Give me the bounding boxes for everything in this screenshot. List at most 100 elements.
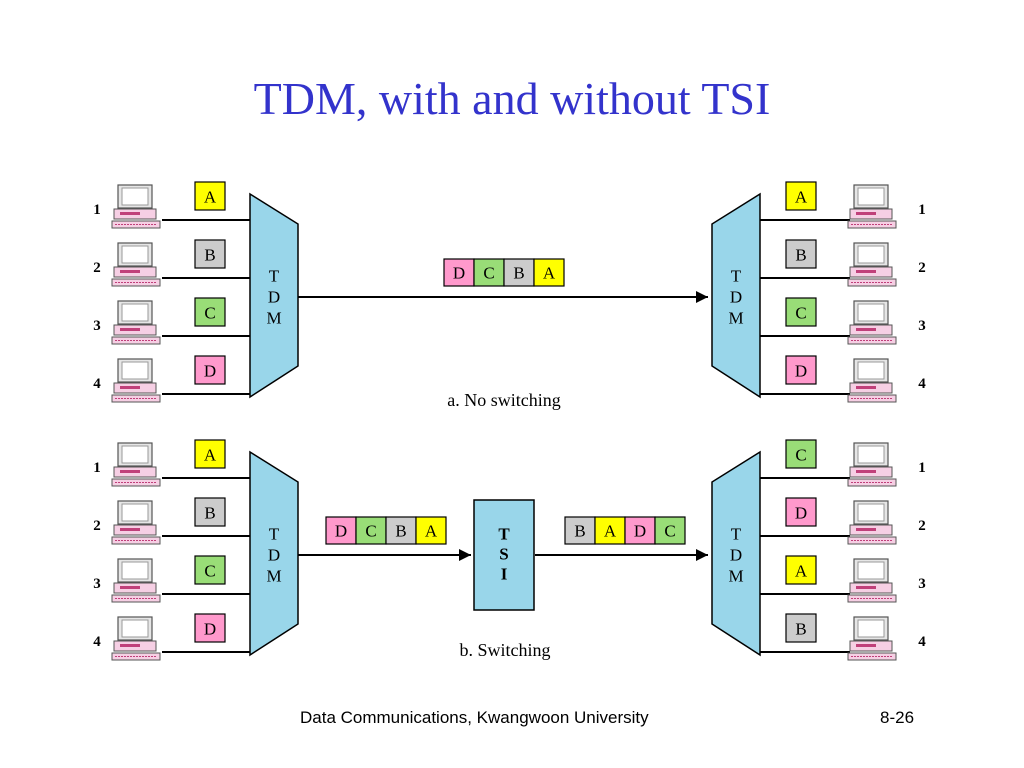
mux-letter: M xyxy=(266,309,281,328)
output-label-box xyxy=(785,297,817,327)
station-number: 3 xyxy=(918,576,926,592)
input-label-box xyxy=(194,355,226,385)
input-label-letter: C xyxy=(204,304,215,323)
computer-icon xyxy=(847,300,897,345)
output-label-box xyxy=(785,239,817,269)
output-label-letter: D xyxy=(795,504,807,523)
frame-slot-letter: D xyxy=(634,522,646,541)
output-label-letter: B xyxy=(795,620,806,639)
mux-letter: D xyxy=(268,288,280,307)
station-number: 1 xyxy=(918,202,926,218)
output-label-letter: C xyxy=(795,446,806,465)
computer-icon xyxy=(847,558,897,603)
receiver-station: B4 xyxy=(760,613,926,661)
computer-icon xyxy=(847,184,897,229)
station-number: 3 xyxy=(918,318,926,334)
sender-station: 2B xyxy=(93,497,252,545)
input-label-box xyxy=(194,297,226,327)
mux-body xyxy=(249,450,299,657)
output-label-letter: B xyxy=(795,246,806,265)
mux-letter: T xyxy=(269,267,280,286)
sender-station: 2B xyxy=(93,239,252,287)
frame-slot xyxy=(385,516,417,545)
computer-icon xyxy=(111,300,161,345)
station-number: 4 xyxy=(918,376,926,392)
input-label-box xyxy=(194,239,226,269)
input-label-letter: A xyxy=(204,188,217,207)
frame-slot-letter: C xyxy=(483,264,494,283)
output-label-box xyxy=(785,555,817,585)
frame-slot-letter: C xyxy=(365,522,376,541)
mux-body xyxy=(711,192,761,399)
station-number: 4 xyxy=(93,634,101,650)
page-number: 8-26 xyxy=(880,708,915,727)
output-label-box xyxy=(785,355,817,385)
input-label-letter: B xyxy=(204,504,215,523)
frame-slot xyxy=(624,516,656,545)
sender-station: 1A xyxy=(93,439,252,487)
computer-icon xyxy=(111,184,161,229)
frame-slot xyxy=(564,516,596,545)
station-number: 3 xyxy=(93,576,101,592)
receiver-station: D2 xyxy=(760,497,926,545)
station-number: 2 xyxy=(93,518,101,534)
station-number: 1 xyxy=(93,460,101,476)
station-number: 2 xyxy=(918,260,926,276)
mux-letter: T xyxy=(269,525,280,544)
input-label-letter: D xyxy=(204,362,216,381)
input-label-letter: D xyxy=(204,620,216,639)
tsi-block: TSI xyxy=(473,499,535,611)
sender-station: 3C xyxy=(93,297,252,345)
station-number: 3 xyxy=(93,318,101,334)
mux-body xyxy=(711,450,761,657)
mux-letter: D xyxy=(730,546,742,565)
sender-station: 4D xyxy=(93,355,252,403)
sender-station: 3C xyxy=(93,555,252,603)
tdm-demultiplexer: TDM xyxy=(711,192,761,399)
station-number: 2 xyxy=(93,260,101,276)
panel-caption: a. No switching xyxy=(447,390,560,410)
slide-title: TDM, with and without TSI xyxy=(253,73,771,124)
frame-slot-letter: A xyxy=(425,522,438,541)
computer-icon xyxy=(111,358,161,403)
input-label-box xyxy=(194,439,226,469)
tdm-demultiplexer: TDM xyxy=(711,450,761,657)
mux-letter: T xyxy=(731,525,742,544)
computer-icon xyxy=(847,442,897,487)
output-label-box xyxy=(785,439,817,469)
tdm-multiplexer: TDM xyxy=(249,450,299,657)
computer-icon xyxy=(111,242,161,287)
frame-slot-letter: D xyxy=(335,522,347,541)
input-label-letter: C xyxy=(204,562,215,581)
computer-icon xyxy=(847,500,897,545)
frame-slot-letter: B xyxy=(513,264,524,283)
output-label-letter: C xyxy=(795,304,806,323)
tsi-letter: I xyxy=(501,565,508,584)
output-label-letter: A xyxy=(795,562,808,581)
tsi-letter: S xyxy=(499,545,508,564)
computer-icon xyxy=(111,500,161,545)
frame-slot xyxy=(325,516,357,545)
frame-slot xyxy=(443,258,475,287)
input-label-box xyxy=(194,555,226,585)
mux-letter: M xyxy=(266,567,281,586)
station-number: 4 xyxy=(93,376,101,392)
frame-slot xyxy=(594,516,626,545)
station-number: 2 xyxy=(918,518,926,534)
input-label-letter: A xyxy=(204,446,217,465)
frame-slot-letter: C xyxy=(664,522,675,541)
receiver-station: A1 xyxy=(760,181,926,229)
frame-slot-letter: A xyxy=(543,264,556,283)
output-label-letter: A xyxy=(795,188,808,207)
receiver-station: B2 xyxy=(760,239,926,287)
mux-letter: M xyxy=(728,567,743,586)
sender-station: 1A xyxy=(93,181,252,229)
sender-station: 4D xyxy=(93,613,252,661)
frame-slot-letter: B xyxy=(395,522,406,541)
computer-icon xyxy=(111,616,161,661)
